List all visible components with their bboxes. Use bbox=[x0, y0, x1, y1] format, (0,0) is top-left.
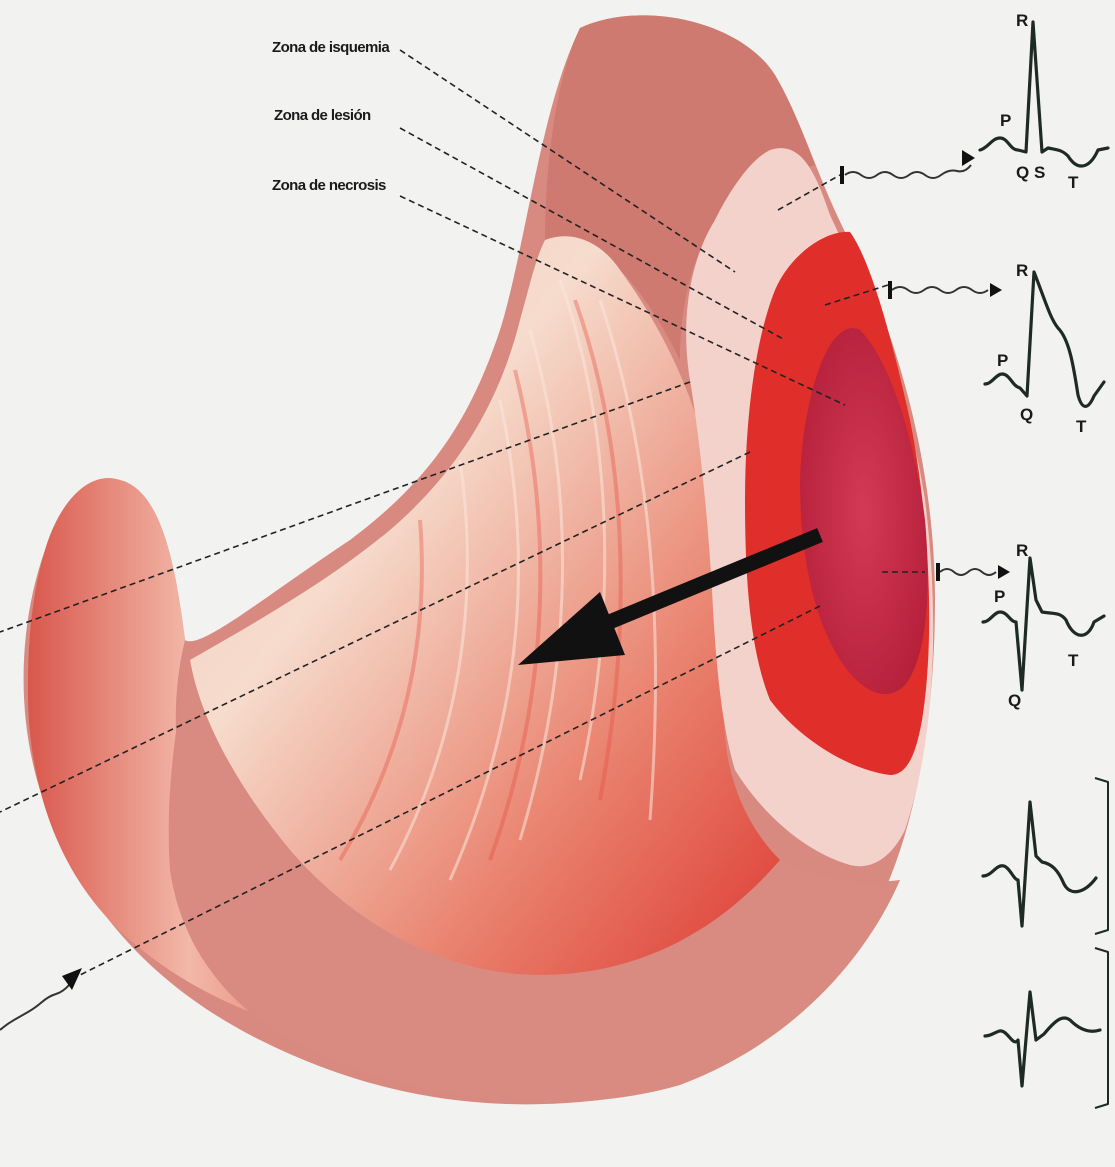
ecg-reciprocal-2 bbox=[985, 992, 1100, 1086]
probe-tip-2 bbox=[990, 283, 1002, 297]
ecg2-q: Q bbox=[1020, 405, 1033, 424]
heart-wall bbox=[24, 15, 935, 1104]
ecg1-q: Q bbox=[1016, 163, 1029, 182]
ecg1-s: S bbox=[1034, 163, 1045, 182]
ecg1-t: T bbox=[1068, 173, 1079, 192]
probe-tip-1 bbox=[962, 150, 975, 166]
probe-tip-4 bbox=[62, 968, 82, 990]
label-necrosis: Zona de necrosis bbox=[272, 177, 386, 194]
probe-tip-3 bbox=[998, 565, 1010, 579]
brackets bbox=[1095, 778, 1108, 1108]
ecg1-p: P bbox=[1000, 111, 1011, 130]
label-isquemia: Zona de isquemia bbox=[272, 39, 390, 56]
ecg3-p: P bbox=[994, 587, 1005, 606]
label-lesion: Zona de lesión bbox=[274, 107, 371, 124]
ecg-necrosis: R P Q T bbox=[983, 541, 1104, 710]
ecg2-p: P bbox=[997, 351, 1008, 370]
ecg-ischemia: R P Q S T bbox=[980, 11, 1108, 192]
ecg-injury: R P Q T bbox=[985, 261, 1104, 436]
ecg1-r: R bbox=[1016, 11, 1028, 30]
ecg2-r: R bbox=[1016, 261, 1028, 280]
ecg2-t: T bbox=[1076, 417, 1087, 436]
ecg3-r: R bbox=[1016, 541, 1028, 560]
ecg3-t: T bbox=[1068, 651, 1079, 670]
ecg3-q: Q bbox=[1008, 691, 1021, 710]
ecg-reciprocal-1 bbox=[983, 802, 1096, 926]
